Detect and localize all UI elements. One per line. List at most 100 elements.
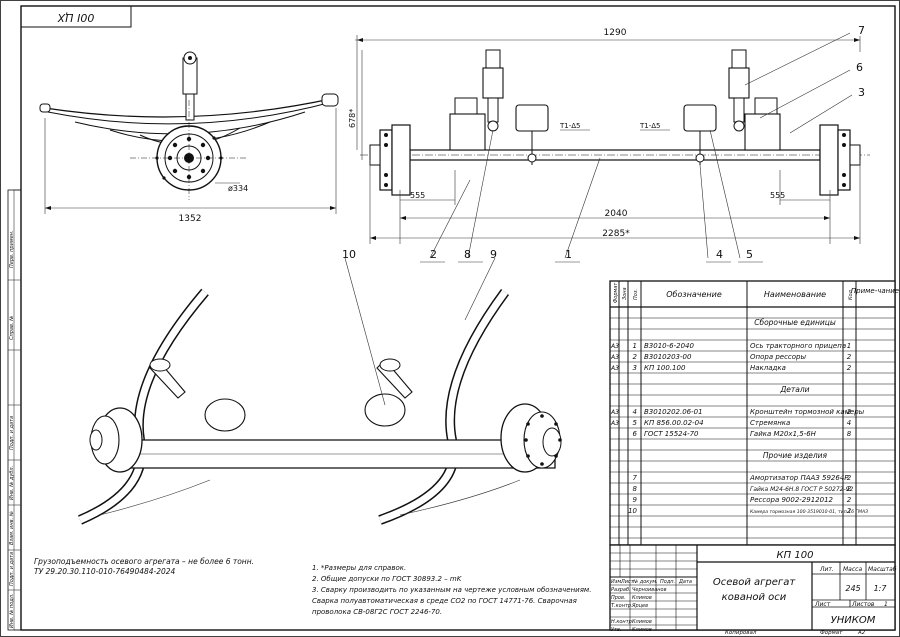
bom-cell-pos: 9	[633, 496, 638, 504]
bom-cell-qty: 2	[847, 507, 852, 515]
svg-text:Перв. примен.: Перв. примен.	[9, 230, 15, 268]
bom-section-details: Детали	[779, 385, 809, 394]
bom-cell-pos: 4	[633, 408, 637, 416]
right-hub	[819, 124, 839, 196]
note-1: 1. *Размеры для справок.	[312, 564, 406, 572]
note-col-header: Приме-чание	[851, 287, 899, 295]
bom-cell-qty: 2	[847, 364, 852, 372]
bom-cell-qty: 2	[847, 496, 852, 504]
svg-text:Инв. № дубл.: Инв. № дубл.	[9, 466, 15, 500]
dim-555-left: 555	[410, 191, 425, 200]
callout-10: 10	[342, 248, 356, 261]
company-name: УНИКОМ	[831, 615, 876, 626]
capacity-note: Грузоподъемность осевого агрегата – не б…	[34, 557, 254, 566]
bom-section-assemblies: Сборочные единицы	[754, 318, 836, 327]
bom-cell-name: Ось тракторного прицепа	[750, 342, 846, 350]
weld-mark-left: Т1-Δ5	[559, 122, 581, 130]
isometric-view: 10 9	[78, 248, 562, 525]
bom-cell-fmt: А3	[610, 354, 619, 361]
svg-text:Формат: Формат	[613, 282, 619, 303]
bom-cell-pos: 5	[633, 419, 638, 427]
bom-cell-qty: 2	[847, 474, 852, 482]
bom-cell-des: В3010203-00	[644, 353, 692, 361]
bom-cell-name: Камера тормозная 100-3519010-01, тип 16 …	[750, 509, 868, 515]
svg-text:Т.контр.: Т.контр.	[611, 603, 633, 609]
side-view: ø334 1352	[39, 51, 339, 224]
dim-2285: 2285*	[602, 229, 630, 239]
note-3c: проволока СВ-08Г2С ГОСТ 2246-70.	[312, 608, 442, 616]
side-strip: Перв. примен. Справ. № Подп. и дата Инв.…	[7, 189, 22, 631]
copied-label: Копировал	[725, 630, 757, 636]
callout-6: 6	[856, 61, 863, 74]
callout-4: 4	[716, 248, 723, 261]
svg-text:Утв.: Утв.	[611, 627, 622, 633]
bom-cell-qty: 4	[847, 419, 851, 427]
svg-text:Климов: Климов	[632, 619, 652, 625]
bom-cell-des: ГОСТ 15524-70	[644, 430, 699, 438]
drawing-title-2: кованой оси	[722, 592, 787, 603]
mass-value: 245	[845, 584, 860, 593]
bom-cell-qty: 2	[847, 353, 852, 361]
scale-value: 1:7	[874, 584, 888, 593]
callout-3: 3	[858, 86, 865, 99]
svg-text:Поз.: Поз.	[633, 289, 639, 300]
svg-text:Климов: Климов	[632, 627, 652, 633]
bom-cell-qty: 8	[847, 430, 852, 438]
bom-cell-name: Накладка	[750, 364, 786, 372]
bom-cell-name: Стремянка	[750, 419, 790, 427]
bom-cell-pos: 3	[633, 364, 637, 372]
svg-text:Подп. и дата: Подп. и дата	[9, 416, 15, 450]
bom-cell-pos: 10	[628, 507, 637, 515]
stamp-code: 00Ι ЦХ	[57, 11, 94, 24]
format-value: А2	[857, 630, 866, 636]
bom-cell-name: Гайка М24-6Н.8 ГОСТ Р 50272-92	[750, 486, 853, 493]
bom-cell-des: КП 856.00.02-04	[644, 419, 704, 427]
weld-mark-right: Т1-Δ5	[639, 122, 661, 130]
format-label: Формат	[820, 630, 843, 636]
bom-cell-qty: 2	[847, 408, 852, 416]
svg-text:Лит.: Лит.	[819, 566, 834, 573]
svg-text:Разраб.: Разраб.	[611, 587, 631, 593]
spring-width-dim: 1352	[179, 214, 202, 224]
svg-text:Лист: Лист	[620, 579, 635, 585]
bom-cell-name: Рессора 9002-2912012	[750, 496, 834, 504]
dim-678: 678*	[348, 109, 357, 128]
svg-text:Инв. № подл.: Инв. № подл.	[9, 594, 15, 629]
bom-cell-name: Опора рессоры	[750, 353, 807, 361]
svg-text:Дата: Дата	[678, 579, 692, 585]
bom-cell-pos: 1	[633, 342, 637, 350]
svg-text:Подп. и дата: Подп. и дата	[9, 552, 15, 586]
bom-cell-qty: 1	[847, 342, 851, 350]
svg-text:Климов: Климов	[632, 595, 652, 601]
svg-text:№ докум.: № докум.	[632, 579, 658, 585]
notes: Грузоподъемность осевого агрегата – не б…	[34, 557, 591, 616]
tu-note: ТУ 29.20.30.110-010-76490484-2024	[34, 567, 176, 576]
callout-1: 1	[565, 248, 572, 261]
bom-cell-qty: 2	[847, 485, 852, 493]
svg-text:Пров.: Пров.	[611, 595, 626, 601]
svg-text:Наименование: Наименование	[764, 290, 826, 299]
callout-9: 9	[490, 248, 497, 261]
svg-text:Взам. инв. №: Взам. инв. №	[9, 511, 15, 545]
svg-text:Кол.: Кол.	[848, 289, 854, 300]
callout-2: 2	[430, 248, 437, 261]
svg-text:Лист: Лист	[814, 601, 831, 608]
svg-text:Зона: Зона	[622, 287, 628, 300]
note-3b: Сварка полуавтоматическая в среде СО2 по…	[312, 597, 577, 605]
bom-cell-des: В3010202.06-01	[644, 408, 703, 416]
left-shock	[482, 67, 504, 99]
bom-cell-fmt: А3	[610, 409, 619, 416]
dim-555-right: 555	[770, 191, 785, 200]
right-shock	[728, 67, 750, 99]
bom-cell-fmt: А3	[610, 365, 619, 372]
bom-cell-name: Амортизатор ПААЗ 59264Р	[749, 474, 849, 482]
bom-cell-pos: 8	[633, 485, 638, 493]
bom-cell-fmt: А3	[610, 420, 619, 427]
bom-cell-des: В3010-6-2040	[644, 342, 694, 350]
left-hub	[391, 124, 411, 196]
svg-text:Н.контр.: Н.контр.	[611, 619, 633, 625]
svg-text:1: 1	[884, 601, 888, 608]
bom-cell-name: Кронштейн тормозной камеры	[750, 408, 865, 416]
